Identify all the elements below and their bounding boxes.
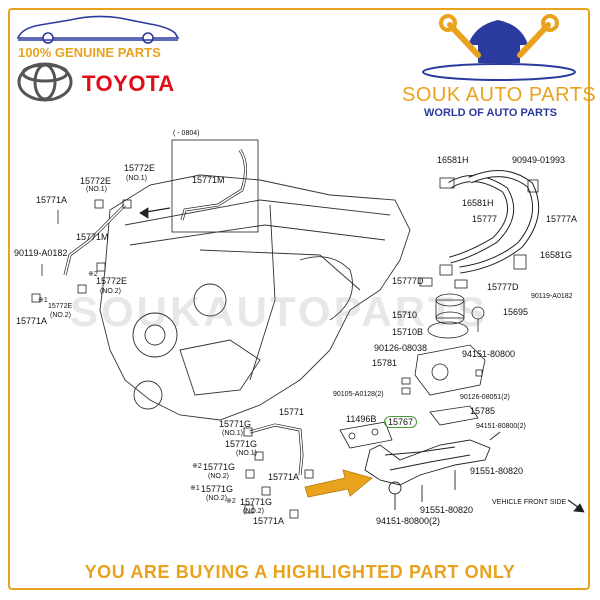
part-label: 16581H xyxy=(437,155,469,165)
footer-notice: YOU ARE BUYING A HIGHLIGHTED PART ONLY xyxy=(84,562,516,582)
part-label: 15771G xyxy=(240,497,273,507)
oil-pipe-lower xyxy=(249,423,304,476)
part-label: 15777A xyxy=(546,214,578,224)
toyota-brand-text: TOYOTA xyxy=(82,71,175,96)
part-label: (NO.1) xyxy=(222,430,243,437)
part-label: ※2 xyxy=(192,463,202,470)
part-label: 15710B xyxy=(392,327,424,337)
genuine-parts-text: 100% GENUINE PARTS xyxy=(18,45,161,60)
store-name: SOUK AUTO PARTS xyxy=(402,84,597,106)
highlighted-part-label: 15767 xyxy=(384,416,418,428)
part-label: 90126-08051(2) xyxy=(460,394,510,401)
part-label: 11496B xyxy=(346,414,377,424)
part-label: 15771M xyxy=(192,175,225,185)
part-label: 15771M xyxy=(76,232,109,242)
part-label: ※1 xyxy=(190,485,200,492)
part-label: 15771 xyxy=(279,407,305,417)
part-label: 94151-80800 xyxy=(462,349,516,359)
gasket-15785 xyxy=(429,405,479,426)
part-label: 15785 xyxy=(470,406,496,416)
part-label: 90119-A0182 xyxy=(14,248,68,258)
car-silhouette-icon xyxy=(16,15,180,44)
oil-cooler-assembly xyxy=(401,293,486,396)
part-label: 15710 xyxy=(392,310,418,320)
part-label: 90949-01993 xyxy=(512,155,566,165)
part-label: (NO.2) xyxy=(100,288,121,295)
lower-pipe-assembly xyxy=(364,431,501,510)
part-label: 15772E xyxy=(80,176,112,186)
part-label: 94151-80800(2) xyxy=(376,516,441,526)
highlight-arrow-icon xyxy=(304,469,373,498)
part-label: 15771A xyxy=(16,316,48,326)
part-label: ※2 xyxy=(88,271,98,278)
part-label: 91551-80820 xyxy=(470,466,524,476)
part-label: 15695 xyxy=(503,307,529,317)
part-label: 15781 xyxy=(372,358,398,368)
part-label: 90126-08038 xyxy=(374,343,428,353)
part-label: 15771A xyxy=(268,472,300,482)
part-label: 15771A xyxy=(253,516,285,526)
part-label: 15771G xyxy=(203,462,236,472)
part-label: 15771A xyxy=(36,195,68,205)
part-label: 15777D xyxy=(487,282,519,292)
part-label: 15777D xyxy=(392,276,424,286)
part-label: 15771G xyxy=(225,439,258,449)
part-label: 15777 xyxy=(472,214,498,224)
part-label: 15772E xyxy=(96,276,128,286)
part-label: 15772E xyxy=(124,163,156,173)
part-label: ※1 xyxy=(38,297,48,304)
part-label: (NO.1) xyxy=(86,186,107,193)
image-border xyxy=(8,8,590,590)
inset-label: ( - 0804) xyxy=(173,130,200,137)
gasket-11496b xyxy=(339,421,393,449)
part-label: 15772E xyxy=(48,303,73,310)
part-label: ※2 xyxy=(226,498,236,505)
part-label: (NO.1) xyxy=(126,175,147,182)
part-label: 90105-A0128(2) xyxy=(333,391,384,398)
store-tagline: WORLD OF AUTO PARTS xyxy=(424,107,558,119)
vehicle-front-side-label: VEHICLE FRONT SIDE xyxy=(492,499,567,506)
engine-outline xyxy=(99,174,411,421)
part-label: 91551-80820 xyxy=(420,505,474,515)
part-label: 94151-80800(2) xyxy=(476,423,526,430)
part-label: 16581H xyxy=(462,198,494,208)
part-label: (NO.2) xyxy=(243,508,264,515)
part-label: 15771G xyxy=(201,484,234,494)
souk-wrenches-icon xyxy=(422,14,576,81)
part-label: (NO.2) xyxy=(50,312,71,319)
part-label: 15771G xyxy=(219,419,252,429)
part-label: 90119-A0182 xyxy=(531,293,573,300)
part-label: 16581G xyxy=(540,250,573,260)
inset-box xyxy=(171,139,259,233)
watermark-text: SOUKAUTOPARTS xyxy=(70,288,488,335)
toyota-emblem-icon xyxy=(17,62,73,102)
part-label: (NO.2) xyxy=(208,473,229,480)
part-label: (NO.2) xyxy=(206,495,227,502)
part-label: (NO.1) xyxy=(236,450,257,457)
